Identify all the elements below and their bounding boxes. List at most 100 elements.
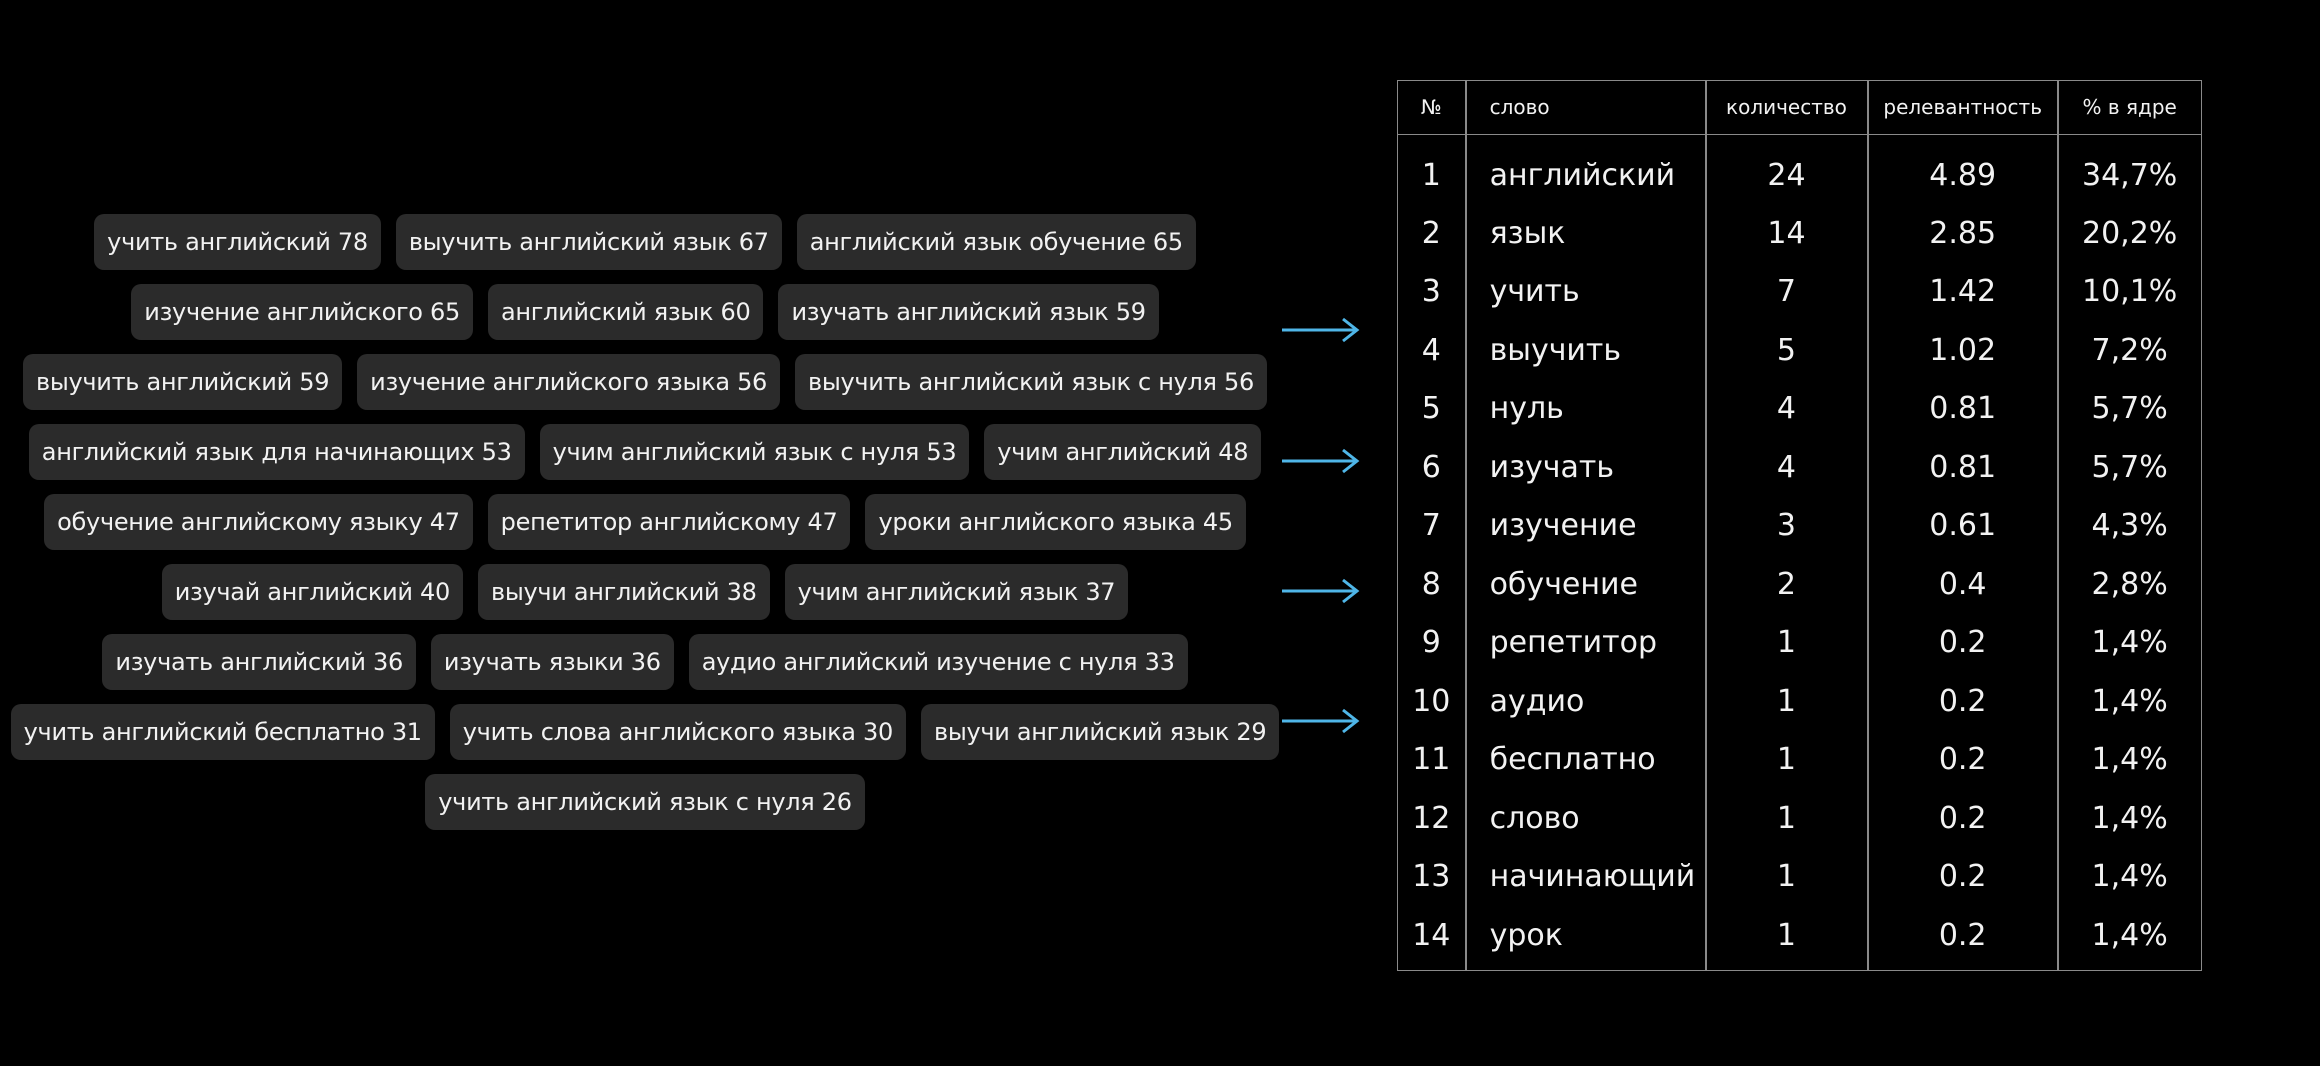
cell-word: слово xyxy=(1465,789,1706,848)
keyword-chip: учим английский язык 37 xyxy=(784,564,1129,620)
cell-relevance: 2.85 xyxy=(1867,204,2059,263)
keyword-chip: изучай английский 40 xyxy=(161,564,463,620)
cell-relevance: 1.02 xyxy=(1867,321,2059,380)
cell-relevance: 0.2 xyxy=(1867,906,2059,965)
cell-percent: 10,1% xyxy=(2081,274,2178,310)
header-relevance: релевантность xyxy=(1867,81,2059,135)
cell-count: 7 xyxy=(1705,262,1869,321)
keyword-chip: выучить английский язык 67 xyxy=(395,214,782,270)
cell-percent: 34,7% xyxy=(2081,157,2178,193)
cell-num: 8 xyxy=(1398,555,1466,614)
keyword-chip: обучение английскому языку 47 xyxy=(44,494,473,550)
cell-percent: 5,7% xyxy=(2091,449,2168,485)
keyword-chip: учить английский 78 xyxy=(94,214,381,270)
cell-percent: 5,7% xyxy=(2091,391,2168,427)
cell-count: 2 xyxy=(1705,555,1869,614)
cell-word: изучать xyxy=(1465,438,1706,497)
cell-relevance: 4.89 xyxy=(1867,134,2059,204)
header-num: № xyxy=(1398,81,1466,135)
cell-percent: 2,8% xyxy=(2091,566,2168,602)
keyword-chip: уроки английского языка 45 xyxy=(865,494,1246,550)
cell-count: 1 xyxy=(1705,789,1869,848)
cell-word: английский xyxy=(1465,134,1706,204)
cell-word: изучение xyxy=(1465,496,1706,555)
cell-num: 13 xyxy=(1398,847,1466,906)
keyword-chip: выучить английский 59 xyxy=(23,354,343,410)
word-frequency-table: № слово количество релевантность % в ядр… xyxy=(1397,80,2202,971)
cell-percent: 7,2% xyxy=(2091,332,2168,368)
header-percent: % в ядре xyxy=(2057,81,2201,135)
cell-percent: 1,4% xyxy=(2091,742,2168,778)
cell-word: бесплатно xyxy=(1465,730,1706,789)
keyword-chip: учить слова английского языка 30 xyxy=(449,704,906,760)
cell-count: 4 xyxy=(1705,379,1869,438)
cell-word: язык xyxy=(1465,204,1706,263)
cell-relevance: 1.42 xyxy=(1867,262,2059,321)
cell-word: репетитор xyxy=(1465,613,1706,672)
keyword-chip: английский язык для начинающих 53 xyxy=(28,424,525,480)
cell-num: 5 xyxy=(1398,379,1466,438)
cell-num: 3 xyxy=(1398,262,1466,321)
keyword-chip: изучение английского 65 xyxy=(131,284,473,340)
cell-count: 24 xyxy=(1705,134,1869,204)
arrow-right-icon xyxy=(1282,578,1360,604)
keyword-chip: выучи английский 38 xyxy=(477,564,770,620)
cell-relevance: 0.2 xyxy=(1867,730,2059,789)
cell-relevance: 0.2 xyxy=(1867,789,2059,848)
cell-relevance: 0.81 xyxy=(1867,379,2059,438)
header-count: количество xyxy=(1705,81,1869,135)
cell-relevance: 0.61 xyxy=(1867,496,2059,555)
keyword-chip: репетитор английскому 47 xyxy=(487,494,851,550)
cell-num: 1 xyxy=(1398,134,1466,204)
header-word: слово xyxy=(1465,81,1706,135)
keyword-chip: учить английский язык с нуля 26 xyxy=(425,774,865,830)
cell-num: 12 xyxy=(1398,789,1466,848)
cell-num: 11 xyxy=(1398,730,1466,789)
cell-word: обучение xyxy=(1465,555,1706,614)
keyword-chip: учить английский бесплатно 31 xyxy=(10,704,435,760)
keyword-chip: выучи английский язык 29 xyxy=(920,704,1280,760)
cell-relevance: 0.81 xyxy=(1867,438,2059,497)
cell-count: 1 xyxy=(1705,730,1869,789)
cell-num: 10 xyxy=(1398,672,1466,731)
cell-count: 14 xyxy=(1705,204,1869,263)
cell-percent: 20,2% xyxy=(2081,215,2178,251)
arrow-right-icon xyxy=(1282,448,1360,474)
cell-num: 7 xyxy=(1398,496,1466,555)
cell-word: учить xyxy=(1465,262,1706,321)
cell-word: урок xyxy=(1465,906,1706,965)
cell-count: 1 xyxy=(1705,847,1869,906)
cell-count: 3 xyxy=(1705,496,1869,555)
cell-word: аудио xyxy=(1465,672,1706,731)
keyword-chip: выучить английский язык с нуля 56 xyxy=(795,354,1267,410)
cell-num: 4 xyxy=(1398,321,1466,380)
cell-count: 5 xyxy=(1705,321,1869,380)
cell-relevance: 0.2 xyxy=(1867,847,2059,906)
cell-relevance: 0.2 xyxy=(1867,672,2059,731)
cell-count: 4 xyxy=(1705,438,1869,497)
cell-num: 6 xyxy=(1398,438,1466,497)
keyword-row: учить английский язык с нуля 26 xyxy=(60,774,1230,830)
cell-num: 9 xyxy=(1398,613,1466,672)
cell-num: 2 xyxy=(1398,204,1466,263)
